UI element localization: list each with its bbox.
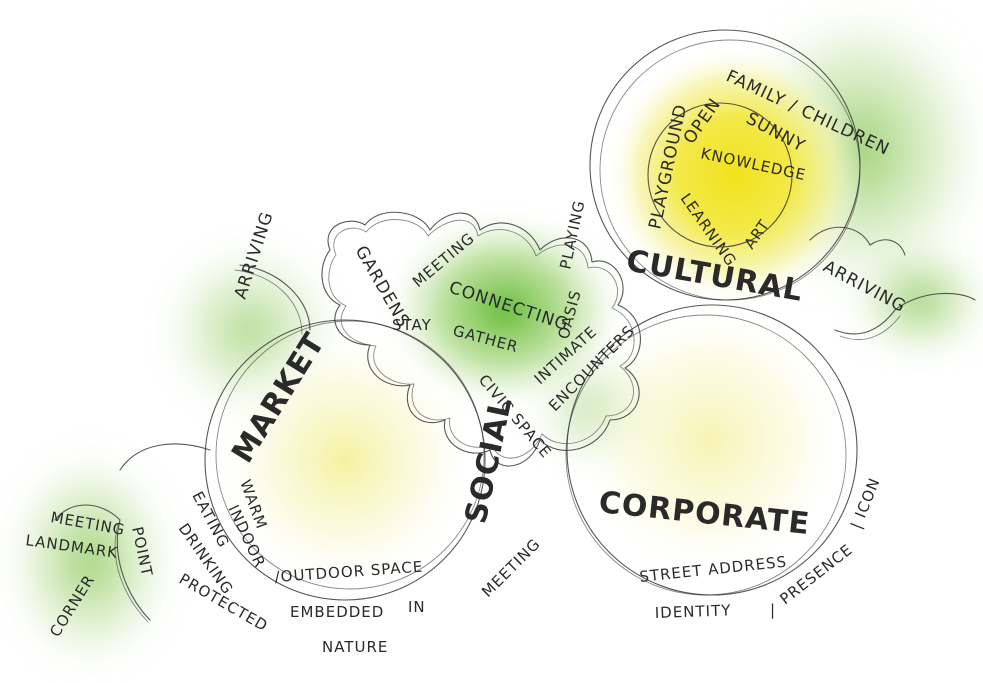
- market-in-label: IN: [408, 598, 426, 616]
- market-meeting-label: MEETING: [478, 535, 544, 601]
- corporate-slash: |: [770, 601, 776, 619]
- market-embedded-label: EMBEDDED: [290, 603, 384, 621]
- zone-circles: [204, 29, 861, 601]
- corporate-identity-label: IDENTITY: [655, 601, 732, 622]
- market-nature-label: NATURE: [322, 638, 388, 656]
- edge-outlines: [54, 226, 976, 623]
- social-stay-label: STAY: [392, 316, 432, 334]
- social-blob: [321, 211, 641, 467]
